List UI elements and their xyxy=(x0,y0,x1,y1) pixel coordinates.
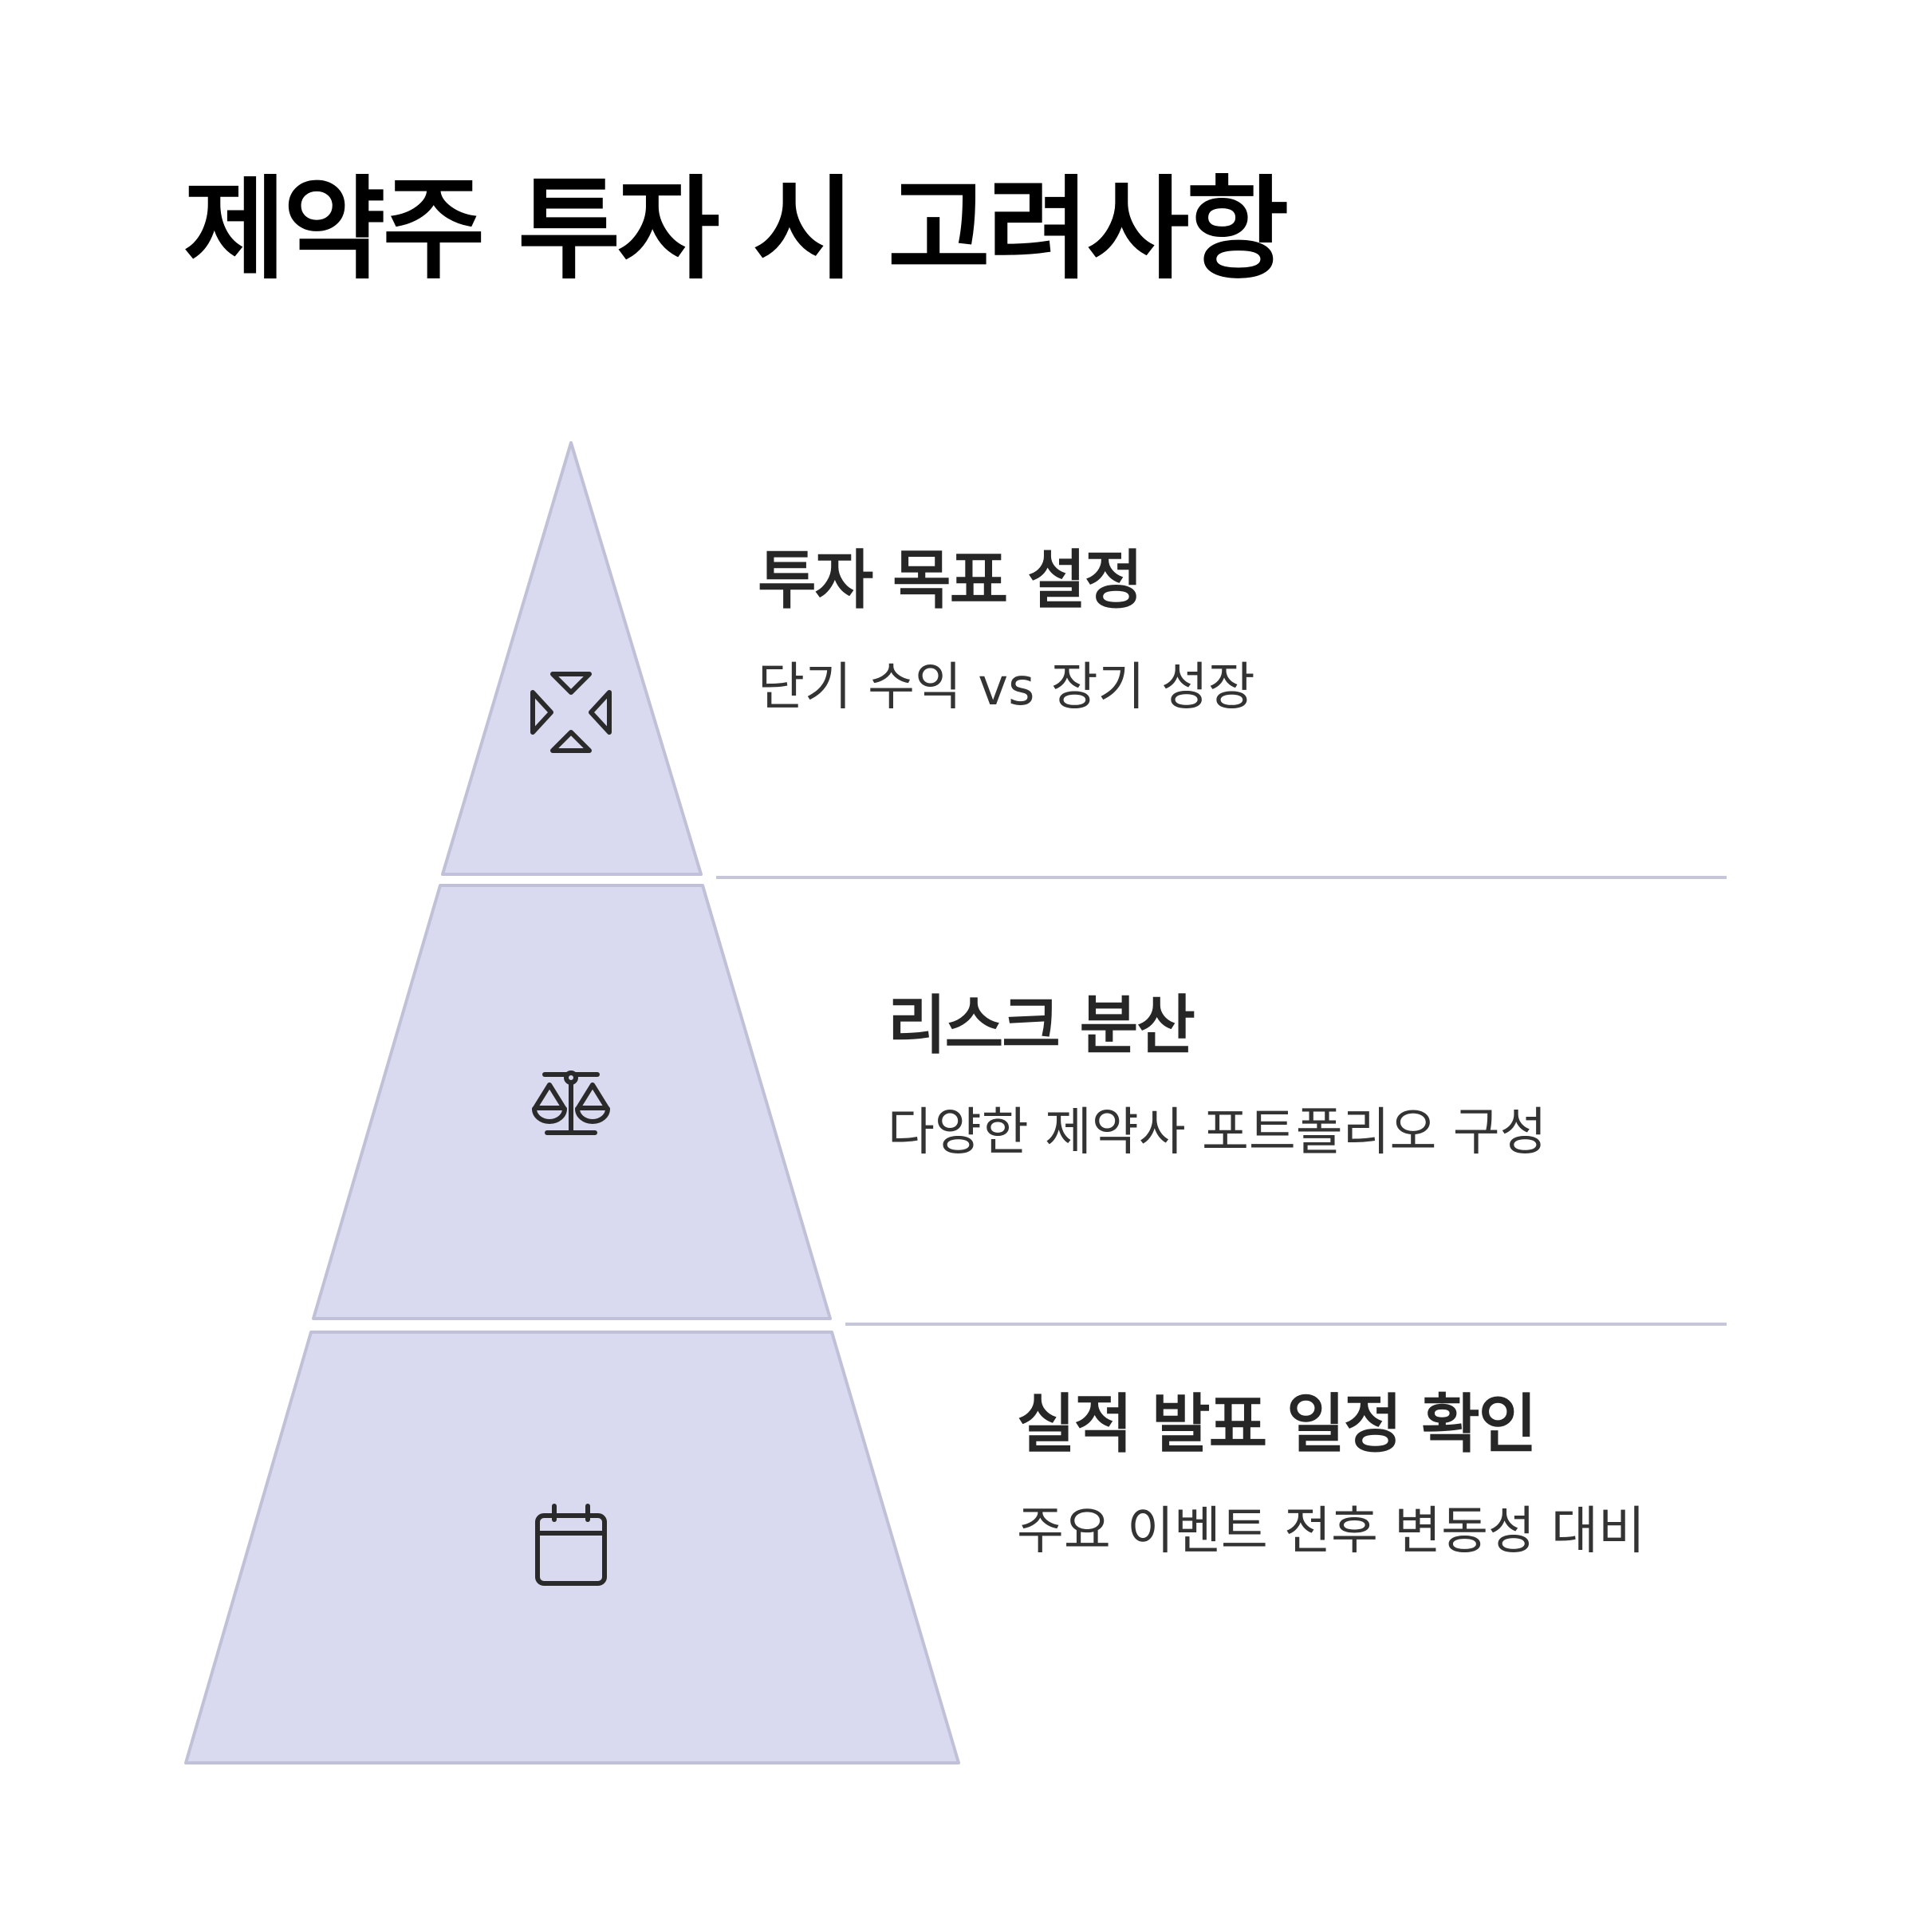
tier-2-description: 다양한 제약사 포트폴리오 구성 xyxy=(888,1103,1547,1162)
tier-3-title: 실적 발표 일정 확인 xyxy=(1017,1387,1537,1461)
tier-1-title: 투자 목표 설정 xyxy=(758,543,1143,617)
pyramid-tier-3 xyxy=(184,1331,960,1764)
tier-3-description: 주요 이벤트 전후 변동성 대비 xyxy=(1017,1502,1645,1561)
page-title: 제약주 투자 시 고려사항 xyxy=(183,165,1289,295)
tier-2-text: 리스크 분산 다양한 제약사 포트폴리오 구성 xyxy=(888,988,1546,1182)
pyramid-tier-1 xyxy=(441,441,703,876)
tier-2-title: 리스크 분산 xyxy=(888,988,1195,1063)
tier-1-text: 투자 목표 설정 단기 수익 vs 장기 성장 xyxy=(758,542,1255,737)
target-arrows-icon xyxy=(530,672,612,753)
scale-icon xyxy=(532,1070,610,1135)
tier-3-text: 실적 발표 일정 확인 주요 이벤트 전후 변동성 대비 xyxy=(1017,1386,1671,1581)
calendar-icon xyxy=(535,1504,607,1586)
tier-1-description: 단기 수익 vs 장기 성장 xyxy=(758,658,1255,717)
